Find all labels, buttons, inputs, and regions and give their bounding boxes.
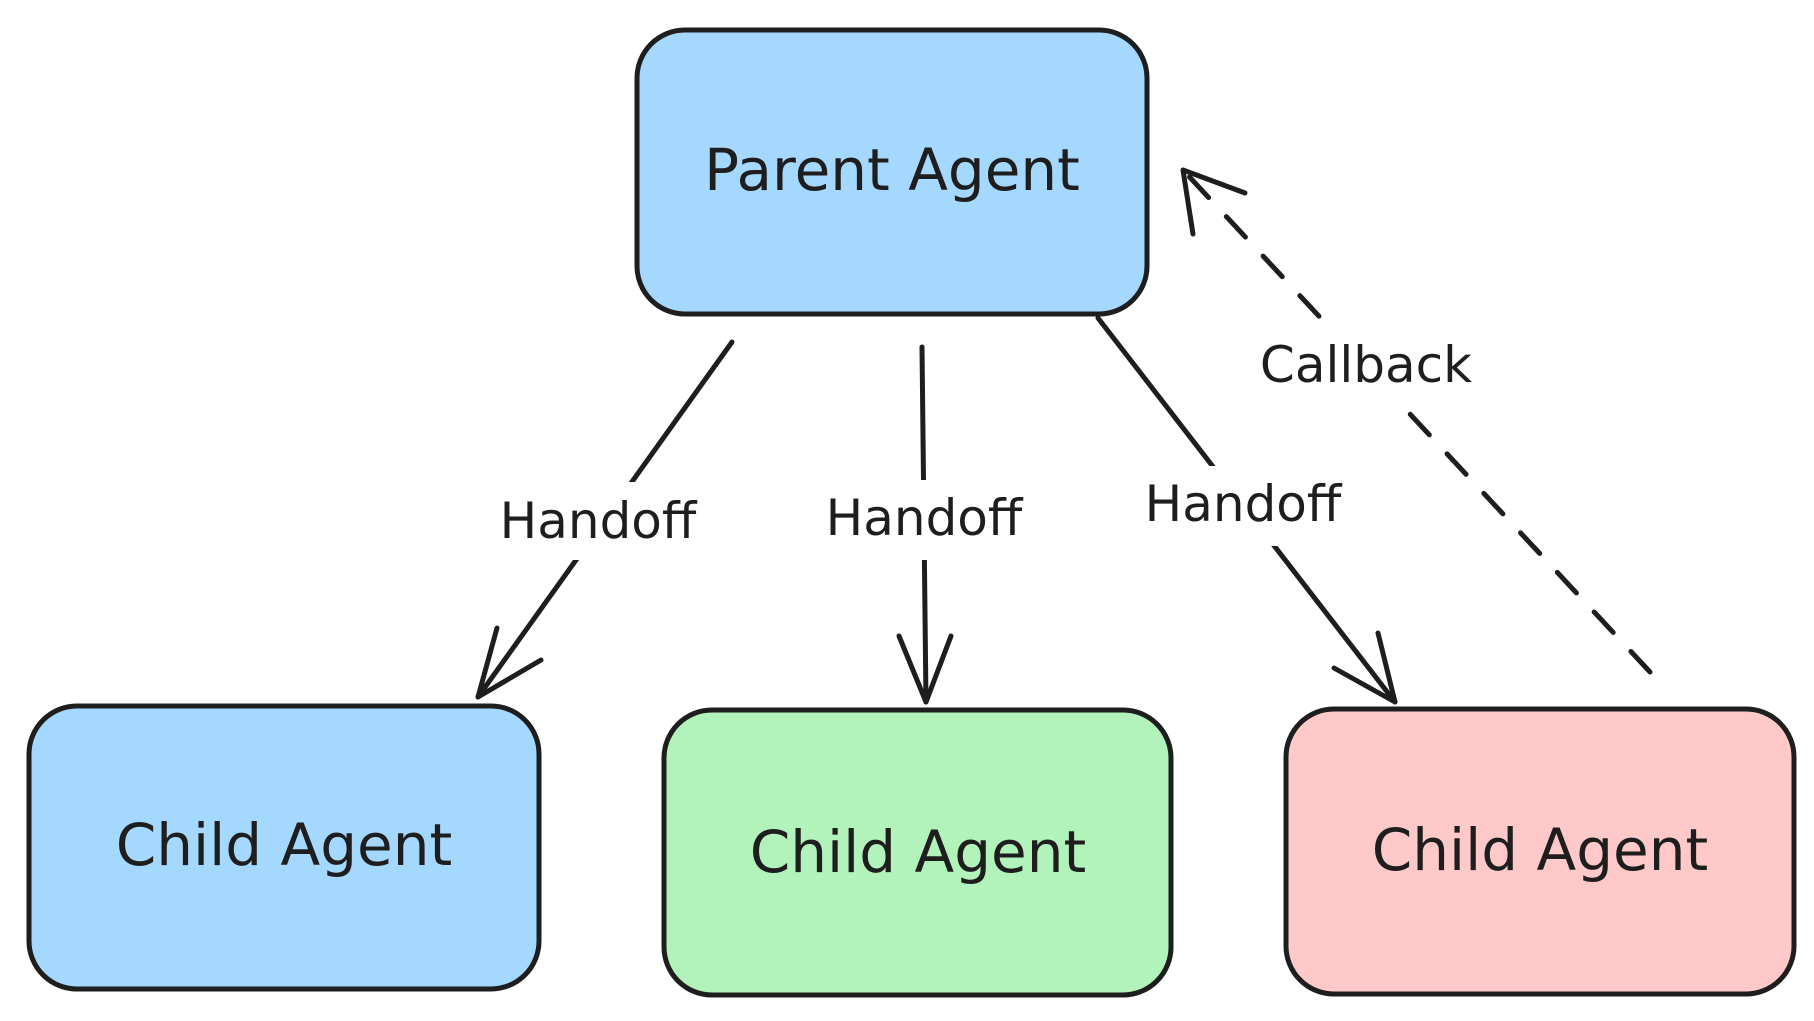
child-agent-right-label: Child Agent	[1372, 816, 1708, 884]
handoff-right-label-bg	[1104, 466, 1382, 546]
parent-agent-box	[634, 27, 1150, 317]
handoff-middle-label: Handoff	[826, 489, 1024, 547]
handoff-left-label-bg	[462, 482, 734, 560]
parent-agent-label: Parent Agent	[704, 136, 1080, 204]
node-parent-agent: Parent Agent	[634, 27, 1150, 317]
edge-handoff-right: Handoff	[1095, 315, 1398, 705]
callback-line	[1180, 167, 1653, 675]
node-child-agent-right: Child Agent	[1283, 706, 1797, 997]
callback-label-bg	[1228, 326, 1504, 406]
handoff-middle-arrowhead	[896, 633, 954, 705]
handoff-left-label: Handoff	[500, 492, 698, 550]
handoff-right-arrowhead	[1331, 630, 1398, 705]
child-agent-left-box	[26, 703, 542, 992]
handoff-left-arrowhead	[475, 625, 544, 700]
node-child-agent-left: Child Agent	[26, 703, 542, 992]
handoff-middle-label-bg	[786, 480, 1062, 560]
child-agent-middle-label: Child Agent	[750, 818, 1086, 886]
child-agent-right-box	[1283, 706, 1797, 997]
callback-label: Callback	[1260, 336, 1472, 394]
child-agent-left-label: Child Agent	[116, 811, 452, 879]
callback-arrowhead	[1180, 167, 1248, 237]
edge-handoff-middle: Handoff	[786, 344, 1062, 705]
handoff-right-label: Handoff	[1145, 475, 1343, 533]
edge-handoff-left: Handoff	[462, 339, 735, 700]
node-child-agent-middle: Child Agent	[661, 707, 1174, 998]
edge-callback: Callback	[1180, 167, 1653, 675]
child-agent-middle-box	[661, 707, 1174, 998]
